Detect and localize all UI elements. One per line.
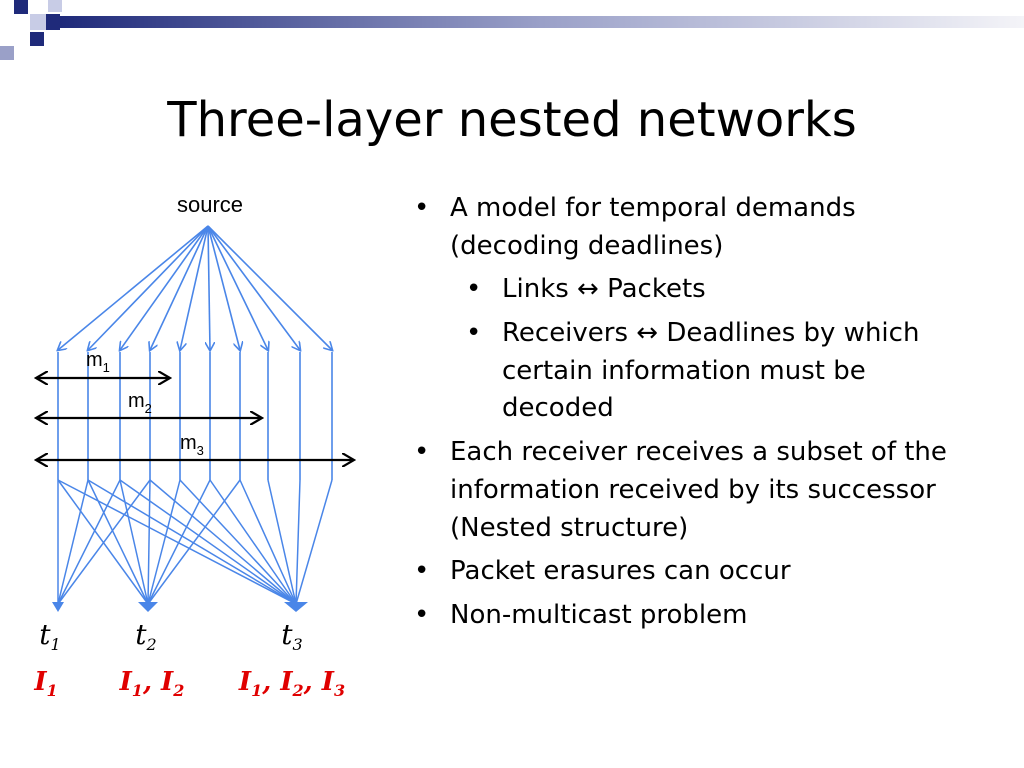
deco-square [46,14,60,30]
bullet-item: A model for temporal demands (decoding d… [412,190,972,265]
receiver-node-1 [52,602,64,612]
receiver-link [119,479,149,605]
receiver-node-3 [284,602,308,612]
receiver-link [149,479,297,605]
deco-square [0,46,14,60]
bullet-item: Non-multicast problem [412,597,972,635]
receiver-link [87,479,297,605]
message-label-3: m3 [180,432,204,458]
receiver-link [57,479,89,605]
source-link-9 [207,225,300,350]
receiver-links [57,479,333,605]
sub-bullet-item: Receivers ↔ Deadlines by which certain i… [464,315,972,428]
receiver-link [57,479,121,605]
deco-square [48,0,62,12]
slide-title: Three-layer nested networks [167,92,857,148]
source-link-6 [208,225,210,350]
nested-network-diagram: source m1 m2 m3 t1 t2 t3 I1 I1, I2 I1, I… [33,192,380,700]
receiver-link [147,479,211,605]
receiver-link [147,479,181,605]
info-set-1: I1 [33,667,57,700]
receiver-link [57,479,151,605]
source-link-3 [120,225,209,350]
receiver-link [147,479,151,605]
source-link-2 [88,225,209,350]
receiver-node-2 [138,602,158,612]
deco-square [14,0,28,14]
receiver-link [295,479,301,605]
receiver-link [57,479,149,605]
receiver-link [239,479,297,605]
receiver-link [119,479,297,605]
info-set-2: I1, I2 [119,667,185,700]
source-link-5 [180,225,209,350]
bullet-item: Each receiver receives a subset of the i… [412,434,972,547]
receiver-link [295,479,333,605]
sub-bullet-item: Links ↔ Packets [464,271,972,309]
bullet-item: Packet erasures can occur [412,553,972,591]
info-set-3: I1, I2, I3 [238,667,345,700]
bullet-list: A model for temporal demands (decoding d… [412,190,972,641]
receiver-label-3: t3 [281,618,302,654]
header-bar [60,16,1024,28]
receiver-link [209,479,297,605]
receiver-link [57,479,297,605]
message-label-1: m1 [86,349,110,375]
message-label-2: m2 [128,390,152,416]
source-link-4 [150,225,209,350]
source-link-8 [207,225,268,350]
receiver-link [267,479,297,605]
receiver-link [147,479,241,605]
deco-square [30,14,46,30]
receiver-label-1: t1 [39,618,60,654]
source-link-10 [207,225,332,350]
source-label: source [177,192,243,217]
receiver-label-2: t2 [135,618,156,654]
receiver-link [179,479,297,605]
source-link-7 [207,225,240,350]
header-decoration [0,0,1024,60]
deco-square [30,32,44,46]
source-link-1 [58,225,209,350]
